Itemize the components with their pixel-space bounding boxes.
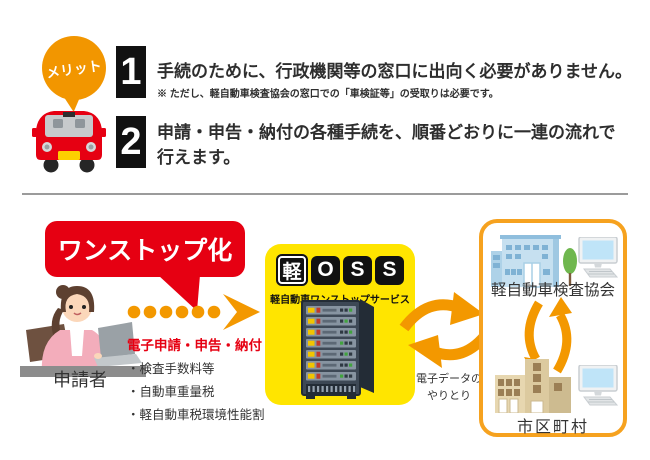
- merit-item-2-text-line1: 申請・申告・納付の各種手続を、順番どおりに一連の流れで: [157, 123, 616, 142]
- server-icon: [301, 299, 374, 399]
- s-char: S: [382, 258, 397, 281]
- data-exchange-label: 電子データの やりとり: [403, 371, 495, 404]
- merit-item-2-number: 2: [116, 116, 146, 168]
- o-char: O: [317, 258, 334, 281]
- data-exchange-line1: 電子データの: [416, 373, 482, 385]
- number-1: 1: [120, 50, 142, 93]
- inspection-building-icon: [491, 235, 577, 288]
- data-exchange-arrows-icon: [399, 292, 493, 368]
- e-apply-item: ・軽自動車税環境性能割: [127, 408, 265, 422]
- applicant-icon: [20, 285, 146, 377]
- kei-oss-logo-o-block: O: [311, 255, 340, 285]
- kei-char: 軽: [282, 261, 302, 283]
- kei-oss-logo-kei-block: 軽: [276, 254, 308, 286]
- merit-item-1-note: ※ ただし、軽自動車検査協会の窓口での「車検証等」の受取りは必要です。: [157, 89, 499, 100]
- onestop-label: ワンストップ化: [57, 237, 233, 265]
- inspection-org-label: 軽自動車検査協会: [490, 282, 615, 299]
- section-divider: [22, 193, 628, 195]
- merit-item-2-text-line2: 行えます。: [157, 148, 241, 167]
- onestop-bubble: ワンストップ化: [45, 221, 245, 277]
- municipality-building-icon: [495, 359, 571, 413]
- kei-oss-logo-s2-block: S: [375, 255, 404, 285]
- kei-oss-logo: 軽 O S S: [265, 254, 415, 286]
- e-apply-item: ・検査手数料等: [127, 362, 215, 376]
- applicant-label: 申請者: [53, 370, 107, 390]
- data-exchange-line2: やりとり: [427, 389, 471, 402]
- monitor-icon: [578, 237, 618, 278]
- merit-badge-label: メリット: [45, 58, 103, 81]
- monitor-icon: [578, 365, 618, 406]
- kei-oss-logo-s1-block: S: [343, 255, 372, 285]
- s-char: S: [350, 258, 365, 281]
- e-apply-title: 電子申請・申告・納付: [127, 338, 262, 353]
- merit-item-1-number: 1: [116, 46, 146, 98]
- merit-badge: メリット: [42, 36, 106, 100]
- e-apply-item: ・自動車重量税: [127, 385, 215, 399]
- dotted-arrow-icon: [127, 294, 260, 330]
- onestop-bubble-tail: [158, 275, 200, 311]
- agencies-panel: 軽自動車検査協会: [479, 219, 627, 437]
- car-icon: [32, 111, 106, 173]
- number-2: 2: [120, 120, 142, 163]
- tree-icon: [563, 248, 577, 286]
- merit-item-1-text: 手続のために、行政機関等の窓口に出向く必要がありません。: [157, 62, 632, 81]
- municipality-label: 市区町村: [516, 419, 589, 436]
